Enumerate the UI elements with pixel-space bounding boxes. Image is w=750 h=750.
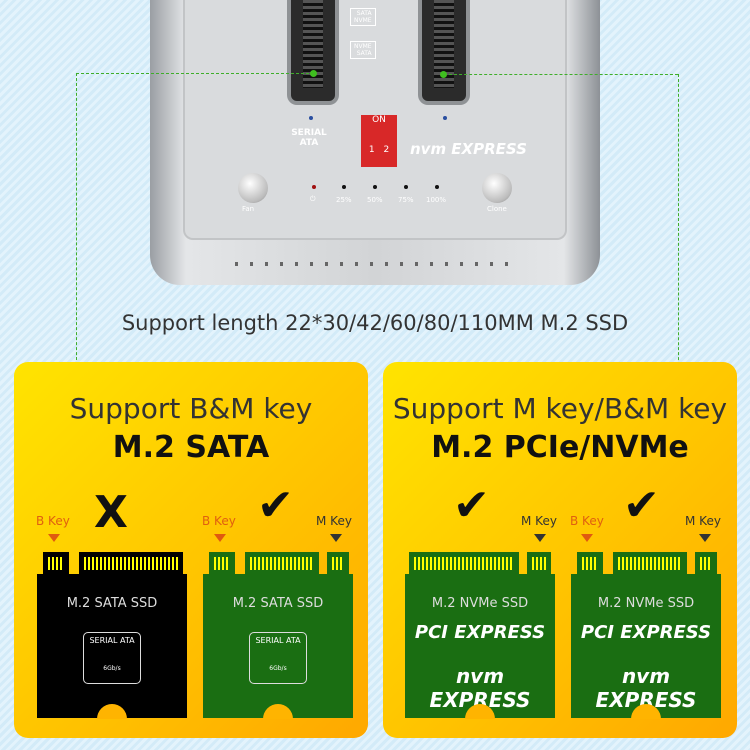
fan-button[interactable] (238, 173, 268, 203)
connector-pins (43, 552, 69, 574)
guide-line-right-v (678, 74, 679, 375)
label-75: 75% (398, 196, 414, 204)
card-label: M.2 SATA SSD (66, 596, 158, 611)
m-key-label: M Key (685, 514, 721, 528)
card-label: M.2 NVMe SSD (431, 596, 529, 611)
dip-1: 1 (368, 145, 375, 155)
x-icon: X (94, 487, 128, 538)
connector-pins (577, 552, 603, 574)
label-50: 50% (367, 196, 383, 204)
card-body: M.2 SATA SSD SERIAL ATA 6Gb/s (203, 574, 353, 719)
card-body: M.2 NVMe SSD PCI EXPRESS nvm EXPRESS (405, 574, 555, 719)
panel-heading: Support M key/B&M key (392, 392, 728, 425)
pci-express-logo: PCI EXPRESS (580, 622, 712, 643)
notch (97, 704, 127, 719)
m2-slot-left (287, 0, 339, 105)
checkmark-icon: ✔ (257, 480, 294, 531)
b-key-arrow (48, 534, 60, 542)
connector-pins (695, 552, 717, 574)
slot-led-right (443, 116, 447, 120)
legend-to: NVME (354, 17, 372, 24)
vents (235, 262, 515, 266)
power-led (312, 185, 316, 189)
guide-dot (440, 71, 447, 78)
card-label: M.2 SATA SSD (232, 596, 324, 611)
connector-pins (409, 552, 519, 574)
guide-line-left-v (76, 73, 77, 375)
slot-led-left (309, 116, 313, 120)
m-key-label: M Key (521, 514, 557, 528)
m-key-arrow (330, 534, 342, 542)
connector-pins (327, 552, 349, 574)
m-key-label: M Key (316, 514, 352, 528)
legend-from: NVME (354, 43, 372, 50)
nvme-logo: nvm EXPRESS (410, 140, 527, 158)
m-key-arrow (534, 534, 546, 542)
logo-text: SERIAL ATA (255, 636, 301, 645)
logo-text: SERIAL ATA (89, 636, 135, 645)
checkmark-icon: ✔ (623, 480, 660, 531)
m2-slot-right (418, 0, 470, 105)
b-key-arrow (214, 534, 226, 542)
clone-label: Clone (487, 205, 507, 213)
sata-logo: SERIAL ATA (291, 128, 327, 148)
fan-label: Fan (242, 205, 255, 213)
support-length-text: Support length 22*30/42/60/80/110MM M.2 … (121, 311, 629, 335)
nvme-logo: nvm EXPRESS (595, 664, 697, 712)
card-body: M.2 NVMe SSD PCI EXPRESS nvm EXPRESS (571, 574, 721, 719)
dip-switch[interactable]: ON 1 2 (361, 115, 397, 167)
panel-heading: Support B&M key (69, 392, 313, 425)
sata-logo: SERIAL ATA 6Gb/s (83, 632, 141, 684)
connector-pins (79, 552, 183, 574)
label-25: 25% (336, 196, 352, 204)
label-100: 100% (426, 196, 447, 204)
legend-from: SATA (356, 10, 372, 17)
led-75 (404, 185, 408, 189)
nvme-panel: Support M key/B&M key M.2 PCIe/NVMe ✔ ✔ … (383, 362, 737, 738)
b-key-label: B Key (202, 514, 236, 528)
notch (263, 704, 293, 719)
card-label: M.2 NVMe SSD (597, 596, 695, 611)
b-key-arrow (581, 534, 593, 542)
power-icon: ⏻ (310, 195, 316, 203)
guide-line-right (444, 74, 678, 75)
sata-logo: SERIAL ATA 6Gb/s (249, 632, 307, 684)
led-50 (373, 185, 377, 189)
guide-line-left (76, 73, 314, 74)
m-key-arrow (699, 534, 711, 542)
ssd-card-sata-bkey: M.2 SATA SSD SERIAL ATA 6Gb/s (37, 552, 187, 719)
pci-express-logo: PCI EXPRESS (414, 622, 546, 643)
connector-pins (613, 552, 687, 574)
dip-2: 2 (383, 145, 390, 155)
notch (465, 704, 495, 719)
panel-subheading: M.2 PCIe/NVMe (431, 430, 689, 465)
b-key-label: B Key (570, 514, 604, 528)
logo-sub: 6Gb/s (269, 665, 287, 672)
panel-subheading: M.2 SATA (112, 430, 270, 465)
dip-on-label: ON (372, 115, 386, 125)
legend-to: SATA (356, 50, 372, 57)
clone-button[interactable] (482, 173, 512, 203)
card-body: M.2 SATA SSD SERIAL ATA 6Gb/s (37, 574, 187, 719)
sata-panel: Support B&M key M.2 SATA X ✔ B Key B Key… (14, 362, 368, 738)
led-100 (435, 185, 439, 189)
connector-pins (245, 552, 319, 574)
connector-pins (527, 552, 551, 574)
checkmark-icon: ✔ (453, 480, 490, 531)
notch (631, 704, 661, 719)
guide-dot (310, 70, 317, 77)
connector-pins (209, 552, 235, 574)
ssd-card-sata-bmkey: M.2 SATA SSD SERIAL ATA 6Gb/s (203, 552, 353, 719)
b-key-label: B Key (36, 514, 70, 528)
logo-sub: 6Gb/s (103, 665, 121, 672)
led-25 (342, 185, 346, 189)
ssd-card-nvme-mkey: M.2 NVMe SSD PCI EXPRESS nvm EXPRESS (405, 552, 555, 719)
ssd-card-nvme-bmkey: M.2 NVMe SSD PCI EXPRESS nvm EXPRESS (571, 552, 721, 719)
